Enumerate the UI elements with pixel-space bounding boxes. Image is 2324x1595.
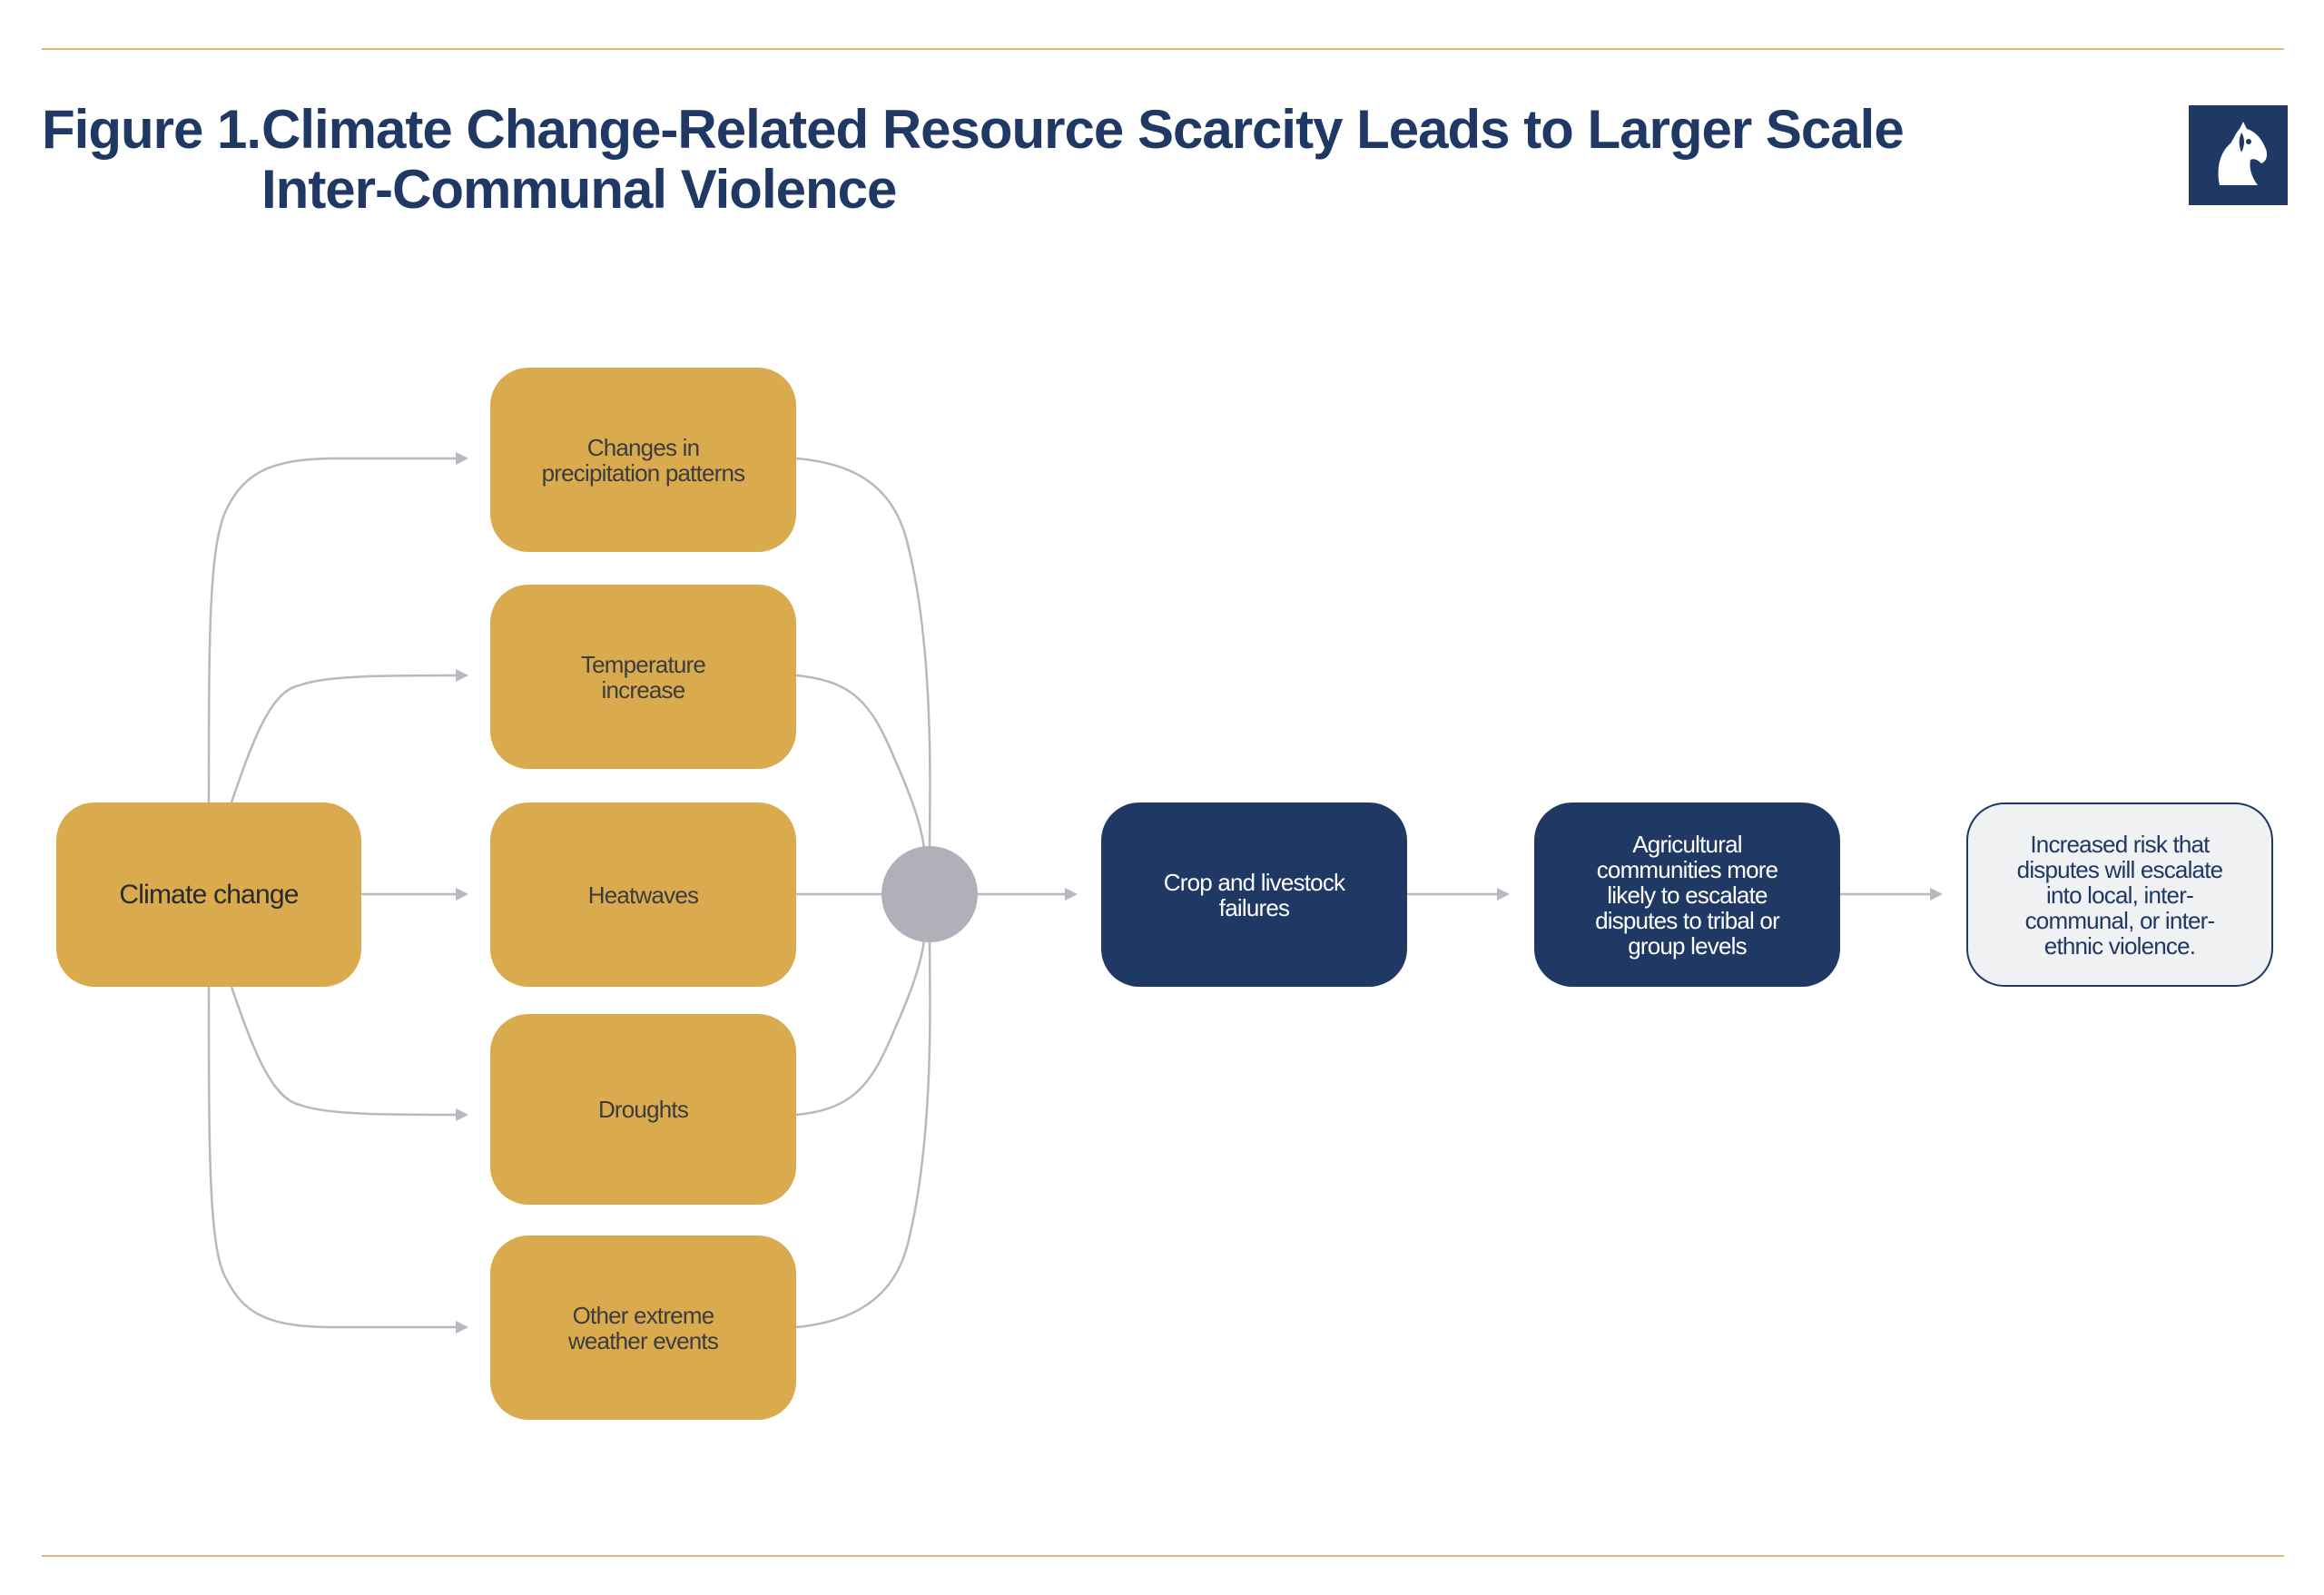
node-precipitation-changes: Changes in precipitation patterns	[490, 368, 796, 552]
top-rule	[42, 48, 2284, 50]
node-crop-livestock-failures: Crop and livestock failures	[1101, 802, 1407, 987]
connector-extreme-weather-to-hub	[795, 939, 931, 1329]
node-violence-risk: Increased risk that disputes will escala…	[1966, 802, 2273, 987]
node-dispute-escalation: Agricultural communities more likely to …	[1534, 802, 1840, 987]
node-climate-change: Climate change	[56, 802, 361, 987]
connector-temperature-to-hub	[795, 674, 926, 850]
connector-climate-to-extreme-weather	[207, 986, 468, 1334]
node-heatwaves: Heatwaves	[490, 802, 796, 987]
figure-number: Figure 1.	[42, 99, 261, 160]
connector-climate-to-temperature	[230, 669, 468, 803]
horse-head-logo-icon	[2189, 105, 2288, 205]
figure-title-line-1: Climate Change-Related Resource Scarcity…	[261, 99, 1905, 160]
figure-title-line-2: Inter-Communal Violence	[261, 159, 897, 220]
connector-climate-to-precipitation	[207, 452, 468, 803]
connector-precipitation-to-hub	[795, 457, 931, 850]
connector-droughts-to-hub	[795, 939, 926, 1117]
bottom-rule	[42, 1555, 2284, 1557]
node-temperature-increase: Temperature increase	[490, 585, 796, 769]
node-extreme-weather: Other extreme weather events	[490, 1236, 796, 1420]
convergence-hub	[881, 846, 978, 942]
connector-climate-to-droughts	[230, 986, 468, 1121]
node-droughts: Droughts	[490, 1014, 796, 1205]
